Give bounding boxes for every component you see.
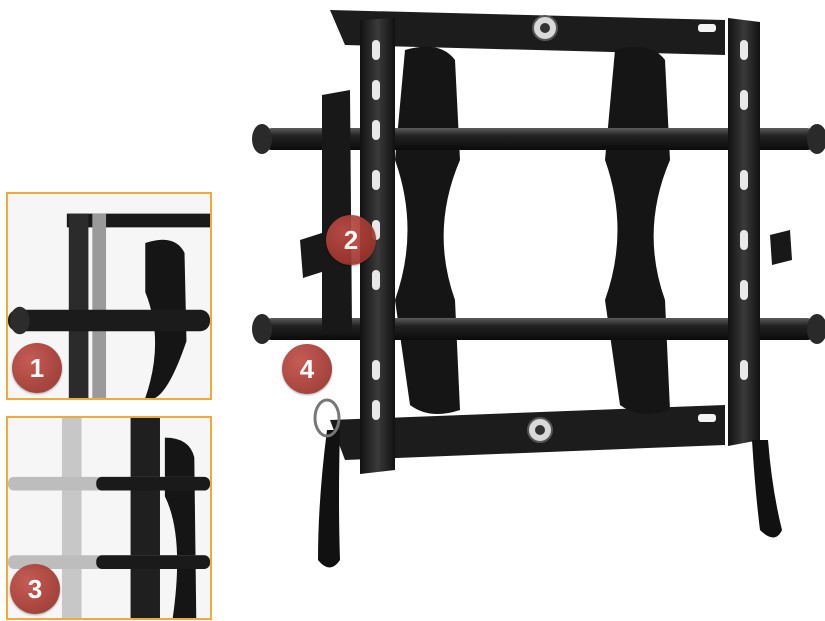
callout-label-2: 2 bbox=[343, 224, 359, 255]
callout-badge-3: 3 bbox=[10, 564, 60, 614]
horizontal-bars bbox=[252, 124, 825, 344]
mount-side-detail-image bbox=[8, 194, 210, 398]
callout-label-4: 4 bbox=[299, 353, 315, 384]
callout-badge-2: 2 bbox=[326, 215, 376, 265]
tilt-adjuster bbox=[300, 90, 792, 335]
vertical-rails bbox=[360, 18, 760, 474]
callout-label-1: 1 bbox=[29, 352, 45, 383]
callout-label-3: 3 bbox=[27, 573, 43, 604]
mount-rail-detail-image bbox=[8, 418, 210, 618]
release-straps bbox=[313, 398, 782, 568]
callout-badge-4: 4 bbox=[282, 344, 332, 394]
callout-badge-1: 1 bbox=[12, 343, 62, 393]
wall-plate bbox=[330, 10, 725, 460]
pivot-arms bbox=[395, 46, 670, 415]
